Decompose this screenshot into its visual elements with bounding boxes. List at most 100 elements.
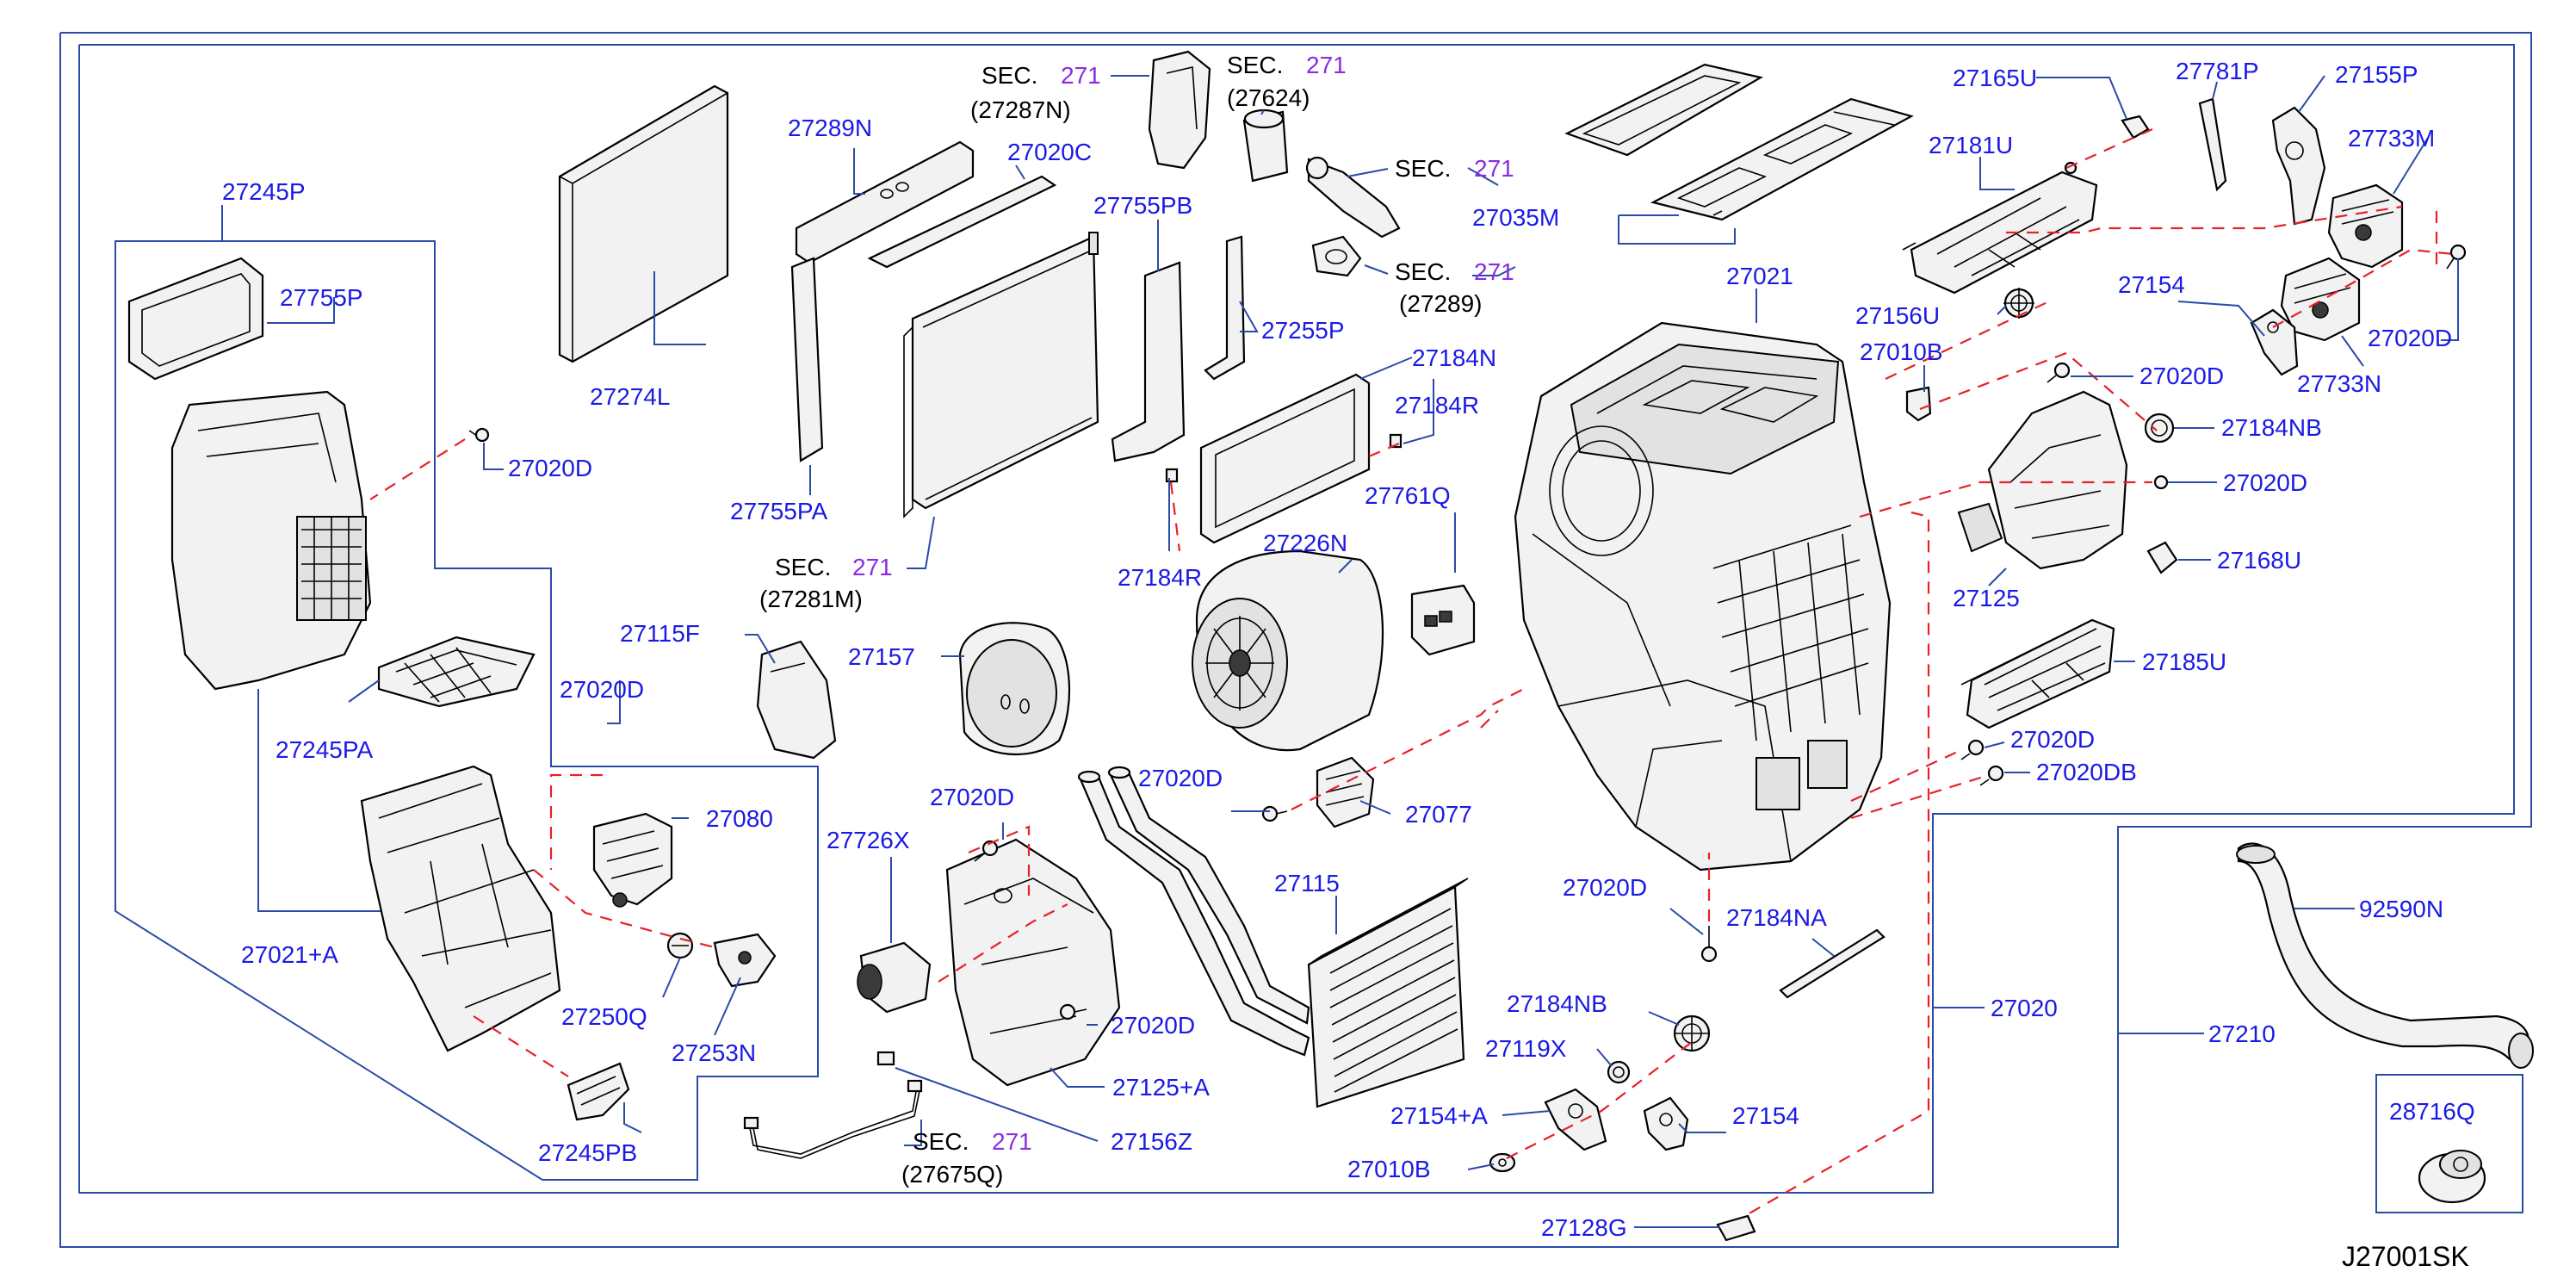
27020D-screw-j <box>1700 926 1718 963</box>
part-labels: 27245P 27755P 27020D 27245PA 27021+A 272… <box>222 58 2475 1241</box>
27181U-door <box>1902 161 2098 295</box>
label-27115: 27115 <box>1274 870 1340 896</box>
27125-duct <box>1957 390 2128 570</box>
section-labels: SEC. 271 (27287N) SEC. 271 (27624) SEC. … <box>759 52 1514 1188</box>
diagram-code: J27001SK <box>2342 1241 2469 1272</box>
27035M-grilles <box>1564 63 1914 221</box>
27184NA-shaft <box>1779 928 1886 999</box>
sec-num-2: 271 <box>1306 52 1347 78</box>
27128G-clip <box>1716 1214 1756 1242</box>
27755PA-seal <box>790 257 824 462</box>
28716Q-box <box>2375 1074 2523 1213</box>
92590N-hose <box>2236 842 2534 1069</box>
label-27245PA: 27245PA <box>276 736 373 763</box>
label-27181U: 27181U <box>1929 132 2013 158</box>
label-27255P: 27255P <box>1261 317 1345 344</box>
27020D-screw-a <box>468 427 490 443</box>
label-27021A: 27021+A <box>241 941 338 968</box>
27154-lever-b <box>1643 1096 1689 1151</box>
label-27755PA: 27755PA <box>730 498 827 524</box>
sec-word-3: SEC. <box>1395 155 1451 182</box>
sec-num-5: 271 <box>852 554 893 580</box>
sec-ref-27624: (27624) <box>1227 84 1310 111</box>
label-27020D-j: 27020D <box>1563 874 1647 901</box>
27274L-filter <box>558 84 729 363</box>
label-27289N: 27289N <box>788 115 872 141</box>
label-27020C: 27020C <box>1007 139 1092 165</box>
sec-27289-grommet <box>1311 235 1362 277</box>
label-28716Q: 28716Q <box>2389 1098 2475 1125</box>
label-27755P: 27755P <box>280 284 363 311</box>
label-27020D-i: 27020D <box>2010 726 2095 753</box>
evaporator-group <box>558 84 1403 544</box>
heater-pipes <box>1077 766 1310 1057</box>
27245PB-grille <box>567 1062 630 1121</box>
label-27154-b: 27154 <box>1732 1102 1799 1129</box>
label-27226N: 27226N <box>1263 530 1347 556</box>
27289N-cover <box>795 140 975 264</box>
label-27020D-e: 27020D <box>1138 765 1223 791</box>
27184R-clip-a <box>1165 468 1179 483</box>
27020D-screw-d <box>1059 1003 1087 1021</box>
label-27157: 27157 <box>848 643 915 670</box>
label-27020D-b: 27020D <box>560 676 644 703</box>
sec-271-hose <box>1305 156 1401 239</box>
sec-num-3: 271 <box>1474 155 1514 182</box>
27250Q-part <box>666 932 694 959</box>
27020D-screw-i <box>1960 739 1985 760</box>
27184N-gasket <box>1199 373 1371 544</box>
27020D-screw-e <box>1261 805 1288 822</box>
sec-ref-27287N: (27287N) <box>970 96 1071 123</box>
label-27020D-a: 27020D <box>508 455 592 481</box>
label-27128G: 27128G <box>1541 1214 1627 1241</box>
27115-heater-core <box>1307 878 1469 1108</box>
27781P-link <box>2198 97 2227 192</box>
label-27733M: 27733M <box>2348 125 2435 152</box>
leader-lines <box>267 75 2459 1228</box>
27020D-screw-c <box>974 840 999 862</box>
label-27020D-d: 27020D <box>1111 1012 1195 1039</box>
label-27020D-c: 27020D <box>930 784 1014 810</box>
sec-ref-27289: (27289) <box>1399 290 1483 317</box>
27156Z-sensor <box>876 1051 895 1066</box>
label-27010B-b: 27010B <box>1347 1156 1431 1182</box>
label-27115F: 27115F <box>620 620 700 647</box>
27125A-duct-group <box>743 838 1121 1159</box>
label-27125A: 27125+A <box>1112 1074 1210 1101</box>
label-27245P: 27245P <box>222 178 306 205</box>
27021-heater-unit <box>1514 321 1892 872</box>
label-27080: 27080 <box>706 805 773 832</box>
label-27125: 27125 <box>1953 585 2020 611</box>
label-27184NB-a: 27184NB <box>2221 414 2322 441</box>
label-27184R-b: 27184R <box>1118 564 1202 591</box>
27020D-screw-g <box>2047 362 2071 383</box>
label-27184NA: 27184NA <box>1726 904 1827 931</box>
label-27077: 27077 <box>1405 801 1472 828</box>
blower-housing-group <box>127 257 777 1121</box>
sec-27287N-duct <box>1148 50 1211 170</box>
sec-ref-27281M: (27281M) <box>759 586 863 612</box>
label-27020D-h: 27020D <box>2223 469 2307 496</box>
sec-word-1: SEC. <box>981 62 1037 89</box>
sec-word-5: SEC. <box>775 554 831 580</box>
27168U-part <box>2146 541 2178 574</box>
label-27253N: 27253N <box>672 1039 756 1066</box>
27726X-motor <box>857 941 932 1014</box>
dashed-assembly-lines <box>369 127 2455 1215</box>
sec-ref-27675Q: (27675Q) <box>901 1161 1003 1188</box>
label-27119X: 27119X <box>1485 1035 1567 1062</box>
27157-motor-can <box>958 622 1071 756</box>
27156U-gear <box>2003 288 2034 319</box>
27115F-cover <box>756 640 837 760</box>
heater-core-group <box>1077 766 1469 1108</box>
label-27726X: 27726X <box>827 827 910 853</box>
27253N-part <box>713 933 777 988</box>
27761Q-resistor <box>1410 584 1476 656</box>
label-27155P: 27155P <box>2335 61 2418 88</box>
label-27761Q: 27761Q <box>1365 482 1451 509</box>
sec-word-2: SEC. <box>1227 52 1283 78</box>
27020D-screw-f <box>2446 244 2467 270</box>
label-27156Z: 27156Z <box>1111 1128 1192 1155</box>
label-27020: 27020 <box>1991 995 2058 1021</box>
label-27165U: 27165U <box>1953 65 2037 91</box>
